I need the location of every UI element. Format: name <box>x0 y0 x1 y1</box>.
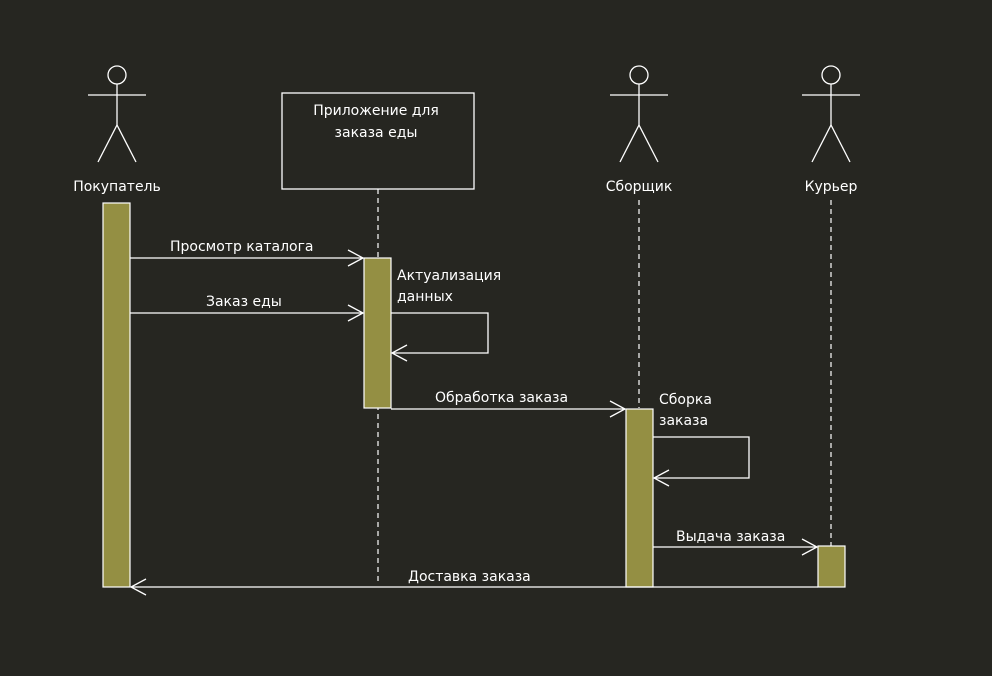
update-data-label-line1: Актуализация <box>397 268 501 284</box>
assemble-order-label-line1: Сборка <box>659 392 712 408</box>
buyer-activation <box>102 202 131 588</box>
message-browse-catalog: Просмотр каталога <box>130 239 365 267</box>
deliver-order-arrowhead <box>129 578 147 596</box>
process-order-label: Обработка заказа <box>435 390 568 406</box>
browse-catalog-label: Просмотр каталога <box>170 239 314 255</box>
courier-actor-icon <box>802 65 860 163</box>
assemble-order-arrowhead <box>652 469 670 487</box>
courier-activation <box>817 545 846 588</box>
hand-over-order-label: Выдача заказа <box>676 529 785 545</box>
app-activation <box>363 257 392 409</box>
browse-catalog-arrowhead <box>347 249 365 267</box>
picker-label: Сборщик <box>606 179 673 195</box>
picker-activation <box>625 408 654 588</box>
app-label-line1: Приложение для <box>313 103 439 119</box>
courier-label: Курьер <box>805 179 858 195</box>
app-label-line2: заказа еды <box>335 125 418 141</box>
actor-picker: Сборщик <box>606 65 673 195</box>
message-deliver-order: Доставка заказа <box>129 569 818 596</box>
actor-courier: Курьер <box>802 65 860 195</box>
message-update-data: Актуализация данных <box>390 268 501 362</box>
message-assemble-order: Сборка заказа <box>652 392 750 487</box>
buyer-label: Покупатель <box>73 179 161 195</box>
update-data-arrowhead <box>390 344 408 362</box>
hand-over-order-arrowhead <box>801 538 819 556</box>
process-order-arrowhead <box>609 400 627 418</box>
picker-actor-icon <box>610 65 668 163</box>
order-food-label: Заказ еды <box>206 294 282 310</box>
message-hand-over-order: Выдача заказа <box>653 529 819 556</box>
participant-app: Приложение для заказа еды <box>281 92 475 190</box>
deliver-order-label: Доставка заказа <box>408 569 531 585</box>
assemble-order-label-line2: заказа <box>659 413 708 429</box>
order-food-arrowhead <box>347 304 365 322</box>
update-data-label-line2: данных <box>397 289 453 305</box>
message-process-order: Обработка заказа <box>391 390 627 418</box>
message-order-food: Заказ еды <box>130 294 365 322</box>
actor-buyer: Покупатель <box>73 65 161 195</box>
buyer-actor-icon <box>88 65 146 163</box>
